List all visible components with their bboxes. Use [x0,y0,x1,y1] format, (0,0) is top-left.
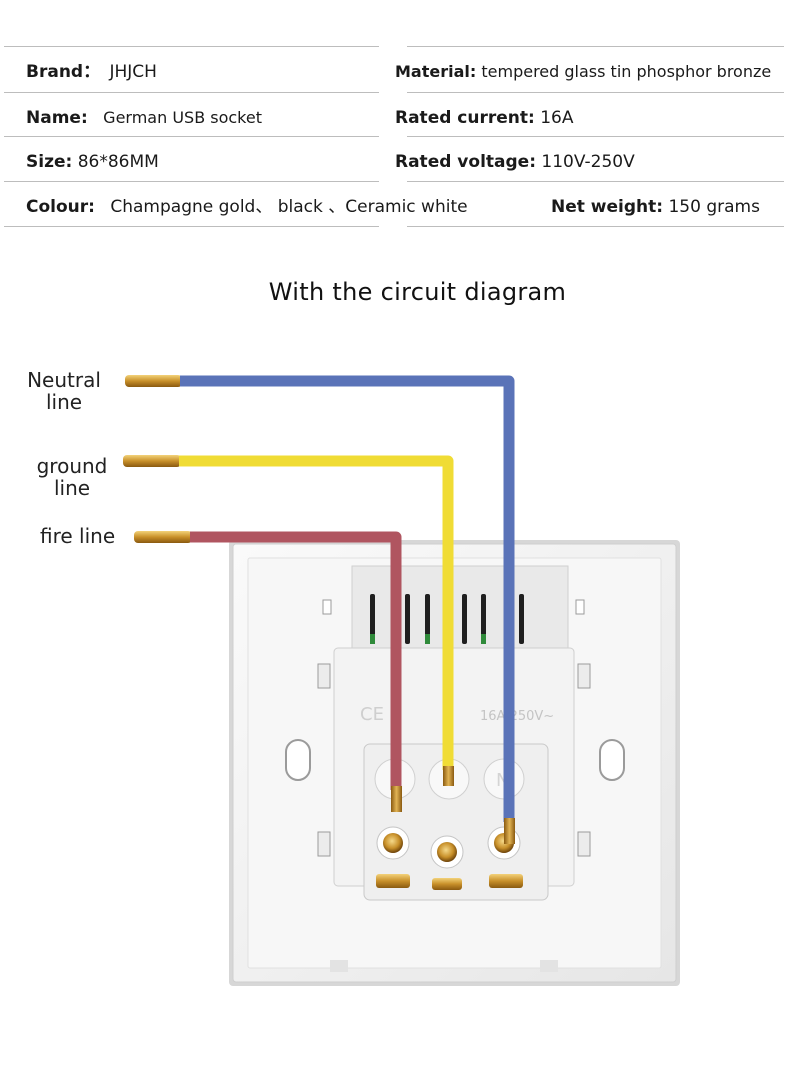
spec-colour: Colour: Champagne gold、 black 、Ceramic w… [26,196,468,218]
spec-label: Name [26,108,81,128]
vent-slots [370,594,524,644]
spec-size: Size: 86*86MM [26,151,159,173]
wire-label-line2: line [45,390,83,414]
wire-ground [123,455,454,786]
spec-separator: : [80,108,88,128]
rating-mark: 16A 250V~ [480,709,554,724]
spec-separator: : [65,152,73,172]
spec-net-weight: Net weight: 150 grams [551,196,760,218]
table-rule [407,226,784,227]
wire-copper-end [504,818,515,844]
table-rule [407,92,784,93]
wire-path [190,531,402,790]
wire-copper-end [391,786,402,812]
spec-label: Net weight [551,197,657,217]
spec-value: 110V-250V [541,152,635,172]
spec-label: Brand [26,62,84,82]
terminal-screw [383,833,403,853]
terminal-screw [437,842,457,862]
wire-fire [134,531,402,812]
terminal-clamp [489,874,523,888]
mounting-slot [599,739,625,781]
spec-label: Colour [26,197,89,217]
spec-table: Brand： JHJCH Material: tempered glass ti… [0,0,790,240]
wire-label-neutral: Neutral line [22,369,106,413]
spec-separator: ： [83,62,101,82]
side-clip [322,599,332,615]
table-rule [407,136,784,137]
ce-mark: CE [360,704,384,725]
table-rule [4,136,379,137]
spec-label: Material [395,62,470,81]
spec-separator: : [656,197,664,217]
table-rule [407,46,784,47]
wire-label-ground: ground line [30,455,114,499]
wire-neutral [125,375,515,844]
wire-copper-end [125,375,182,387]
spec-value: German USB socket [103,108,262,127]
spec-value: 16A [540,108,574,128]
mounting-slot [285,739,311,781]
wire-label-line1: fire line [40,524,116,548]
spec-separator: : [528,108,535,128]
wire-label-line2: line [53,476,91,500]
wire-path [180,375,515,822]
wire-path [179,455,454,770]
spec-label: Rated current [395,108,529,128]
spec-value: Champagne gold、 black 、Ceramic white [110,197,468,217]
socket-body: CE 16A 250V~ N [333,565,575,901]
spec-label: Size [26,152,66,172]
spec-label: Rated voltage [395,152,530,172]
wire-copper-end [443,766,454,786]
wire-copper-end [123,455,181,467]
side-clip [575,599,585,615]
spec-material: Material: tempered glass tin phosphor br… [395,61,771,83]
side-clip [317,831,331,857]
wire-label-line1: Neutral [27,368,101,392]
spec-value: JHJCH [109,62,157,82]
side-clip [577,663,591,689]
terminal-clamp [376,874,410,888]
spec-value: tempered glass tin phosphor bronze [481,62,772,81]
wire-copper-end [134,531,192,543]
wire-label-fire: fire line [40,525,115,547]
spec-value: 150 grams [668,197,760,217]
table-rule [4,46,379,47]
spec-rated-current: Rated current: 16A [395,107,574,129]
spec-separator: : [529,152,537,172]
side-clip [317,663,331,689]
spec-value: 86*86MM [77,152,159,172]
spec-separator: : [88,197,95,217]
spec-separator: : [469,62,477,81]
table-rule [4,226,379,227]
spec-name: Name: German USB socket [26,107,262,129]
side-clip [577,831,591,857]
table-rule [407,181,784,182]
table-rule [4,181,379,182]
plate-notch [540,960,558,972]
spec-rated-voltage: Rated voltage: 110V-250V [395,151,635,173]
terminal-clamp [432,878,462,890]
wire-label-line1: ground [36,454,108,478]
spec-brand: Brand： JHJCH [26,61,157,83]
table-rule [4,92,379,93]
diagram-title: With the circuit diagram [268,278,567,306]
plate-notch [330,960,348,972]
